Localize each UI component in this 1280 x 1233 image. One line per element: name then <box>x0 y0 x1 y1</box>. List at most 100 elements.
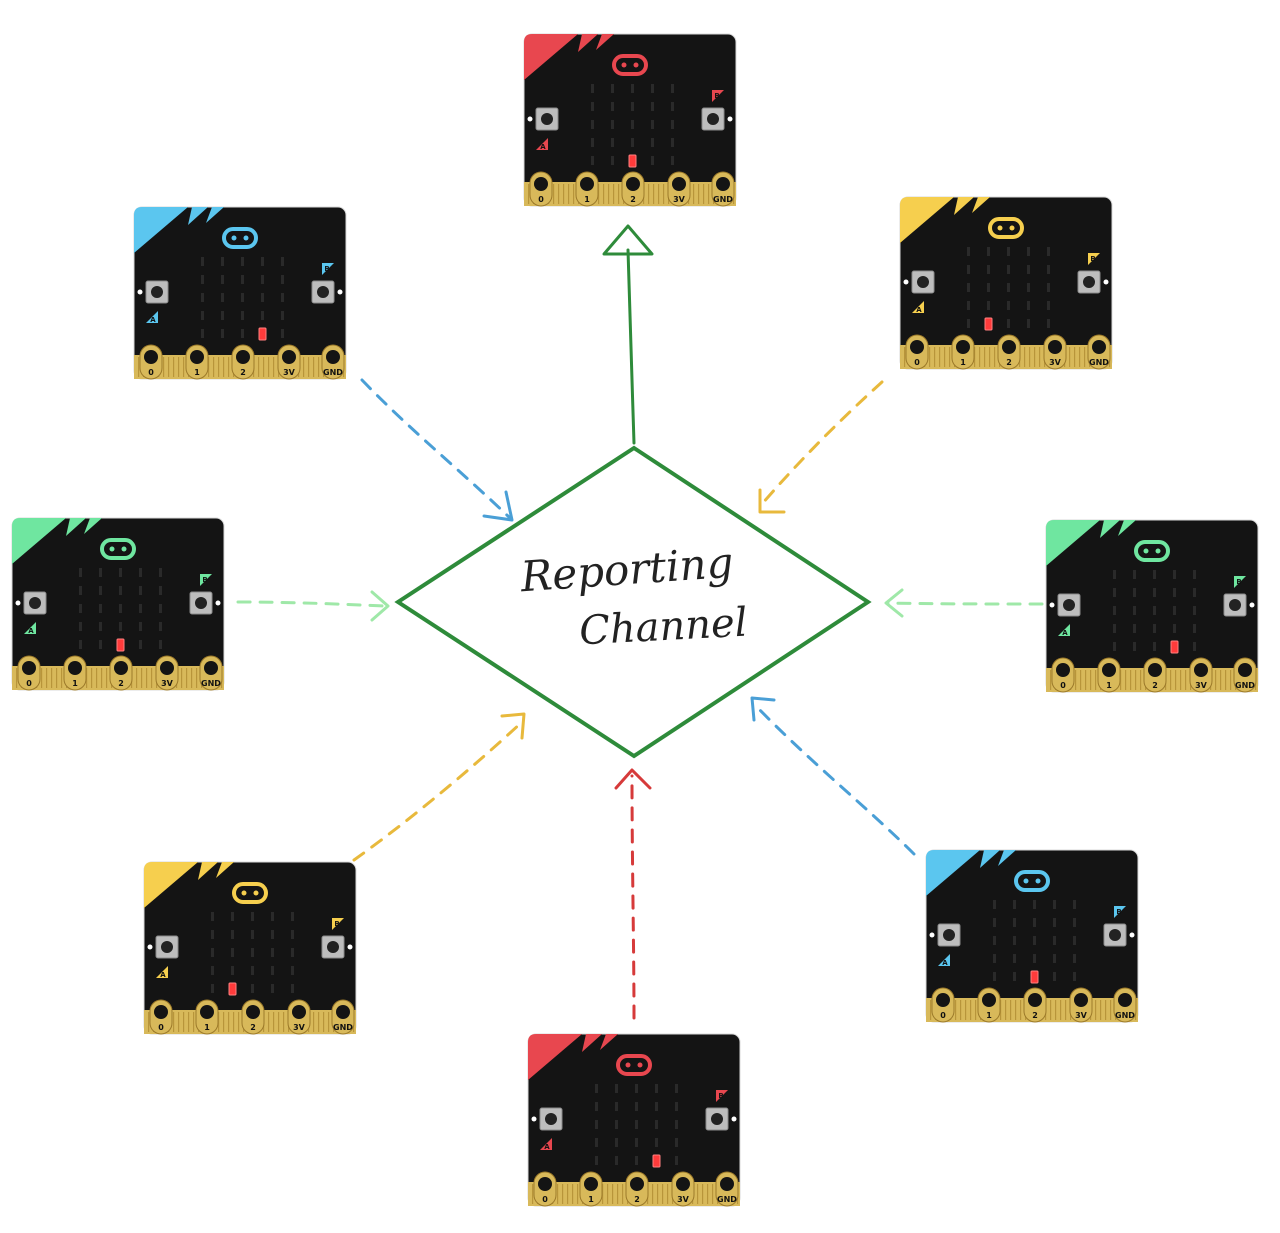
pin-label: 1 <box>986 1011 992 1020</box>
led-off <box>1027 265 1030 274</box>
pin-hole <box>672 177 686 191</box>
edge-hole <box>1249 602 1255 608</box>
led-off <box>139 640 142 649</box>
connector-from-right-device <box>884 588 1044 618</box>
accent-stripe <box>198 862 218 880</box>
button-b[interactable] <box>701 107 725 131</box>
led-off <box>251 966 254 975</box>
pin-label: 3V <box>1075 1011 1088 1020</box>
led-off <box>1007 247 1010 256</box>
pin-label: GND <box>323 368 343 377</box>
connector-from-left-device <box>236 590 390 622</box>
button-a[interactable] <box>1057 593 1081 617</box>
connector-from-lower-left-device <box>352 712 526 862</box>
button-b[interactable] <box>311 280 335 304</box>
led-off <box>615 1156 618 1165</box>
led-off <box>655 1138 658 1147</box>
button-b[interactable] <box>1077 270 1101 294</box>
led-off <box>1153 570 1156 579</box>
led-off <box>1073 972 1076 981</box>
led-off <box>635 1084 638 1093</box>
logo-dot <box>109 546 115 552</box>
led-off <box>1013 918 1016 927</box>
logo-icon <box>100 538 136 560</box>
led-off <box>271 966 274 975</box>
pin-hole <box>630 1177 644 1191</box>
led-off <box>1013 900 1016 909</box>
button-b[interactable] <box>321 935 345 959</box>
led-off <box>675 1084 678 1093</box>
led-off <box>201 329 204 338</box>
button-a-marker <box>24 622 36 634</box>
pin-label: 1 <box>204 1023 210 1032</box>
button-a-marker <box>156 966 168 978</box>
led-off <box>119 622 122 631</box>
led-off <box>655 1120 658 1129</box>
led-off <box>1033 954 1036 963</box>
led-off <box>1173 624 1176 633</box>
led-off <box>211 930 214 939</box>
led-off <box>595 1084 598 1093</box>
pin-hole <box>676 1177 690 1191</box>
led-off <box>99 568 102 577</box>
pin-hole <box>22 661 36 675</box>
led-off <box>1013 972 1016 981</box>
led-off <box>1193 588 1196 597</box>
button-b-label: B <box>1090 255 1095 263</box>
button-b-marker <box>716 1090 728 1102</box>
logo-dot <box>253 890 259 896</box>
led-off <box>1013 936 1016 945</box>
led-off <box>261 293 264 302</box>
button-a[interactable] <box>937 923 961 947</box>
led-off <box>987 247 990 256</box>
button-a-marker <box>536 138 548 150</box>
pin-label: 1 <box>960 358 966 367</box>
button-a[interactable] <box>145 280 169 304</box>
led-off <box>1013 954 1016 963</box>
button-a[interactable] <box>535 107 559 131</box>
led-off <box>631 120 634 129</box>
button-b[interactable] <box>1223 593 1247 617</box>
led-off <box>675 1102 678 1111</box>
button-a[interactable] <box>539 1107 563 1131</box>
connector-line <box>754 704 916 856</box>
button-b-marker <box>322 263 334 275</box>
led-off <box>987 301 990 310</box>
led-off <box>1113 624 1116 633</box>
button-a-label: A <box>942 959 948 967</box>
pin-hole <box>1028 993 1042 1007</box>
led-off <box>271 984 274 993</box>
led-off <box>221 257 224 266</box>
led-off <box>1047 319 1050 328</box>
button-a[interactable] <box>911 270 935 294</box>
pin-label: 1 <box>588 1195 594 1204</box>
logo-icon <box>222 227 258 249</box>
accent-stripe <box>1100 520 1120 538</box>
led-off <box>967 265 970 274</box>
led-off <box>1053 954 1056 963</box>
led-off <box>1053 900 1056 909</box>
led-off <box>987 265 990 274</box>
button-b[interactable] <box>705 1107 729 1131</box>
accent-stripe <box>954 197 974 215</box>
accent-stripe <box>84 518 102 534</box>
accent-stripe <box>578 34 598 52</box>
led-off <box>591 120 594 129</box>
edge-hole <box>1129 932 1135 938</box>
led-off <box>159 640 162 649</box>
button-b[interactable] <box>1103 923 1127 947</box>
button-a[interactable] <box>23 591 47 615</box>
pin-label: 2 <box>1032 1011 1038 1020</box>
accent-stripe <box>600 1034 618 1050</box>
pin-hole <box>282 350 296 364</box>
led-off <box>1153 642 1156 651</box>
button-b[interactable] <box>189 591 213 615</box>
logo-icon <box>1134 540 1170 562</box>
button-a[interactable] <box>155 935 179 959</box>
led-off <box>615 1084 618 1093</box>
